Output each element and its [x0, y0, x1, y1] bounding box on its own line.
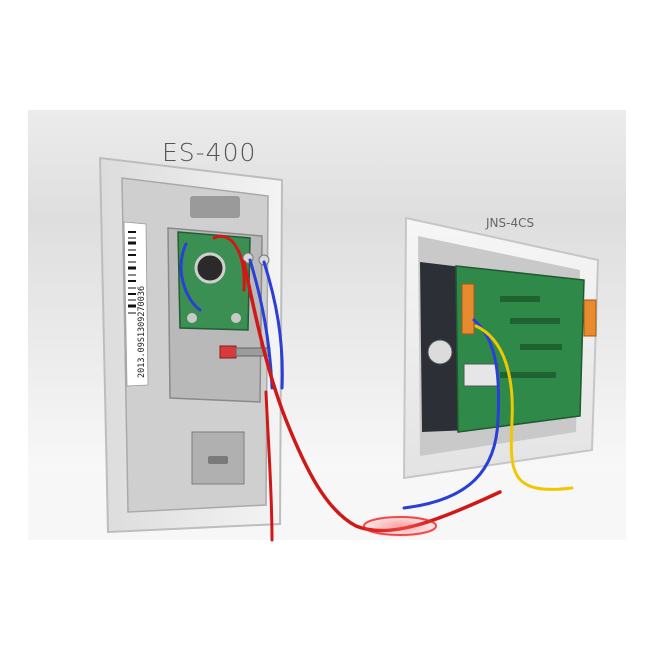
wire-red-left-1	[212, 234, 246, 292]
orange-connector-left	[461, 283, 475, 335]
lower-bracket	[191, 431, 245, 485]
es400-label: ES-400	[162, 138, 257, 167]
wire-blue-left-1	[179, 242, 202, 312]
barcode-text: 2013.09S1309270036	[137, 286, 147, 378]
barcode-sticker: 2013.09S1309270036	[123, 221, 149, 387]
jns4cs-label: JNS-4CS	[486, 216, 535, 230]
es400-device: 2013.09S1309270036	[98, 156, 284, 534]
red-switch	[219, 345, 237, 359]
upper-slot	[190, 196, 240, 218]
orange-connector-right	[583, 299, 597, 337]
red-wire-coil	[358, 514, 442, 538]
wire-blue-right	[402, 318, 501, 510]
wire-red-down	[264, 390, 274, 542]
wire-blue-left-3	[262, 260, 284, 390]
wire-yellow-right	[474, 324, 574, 491]
